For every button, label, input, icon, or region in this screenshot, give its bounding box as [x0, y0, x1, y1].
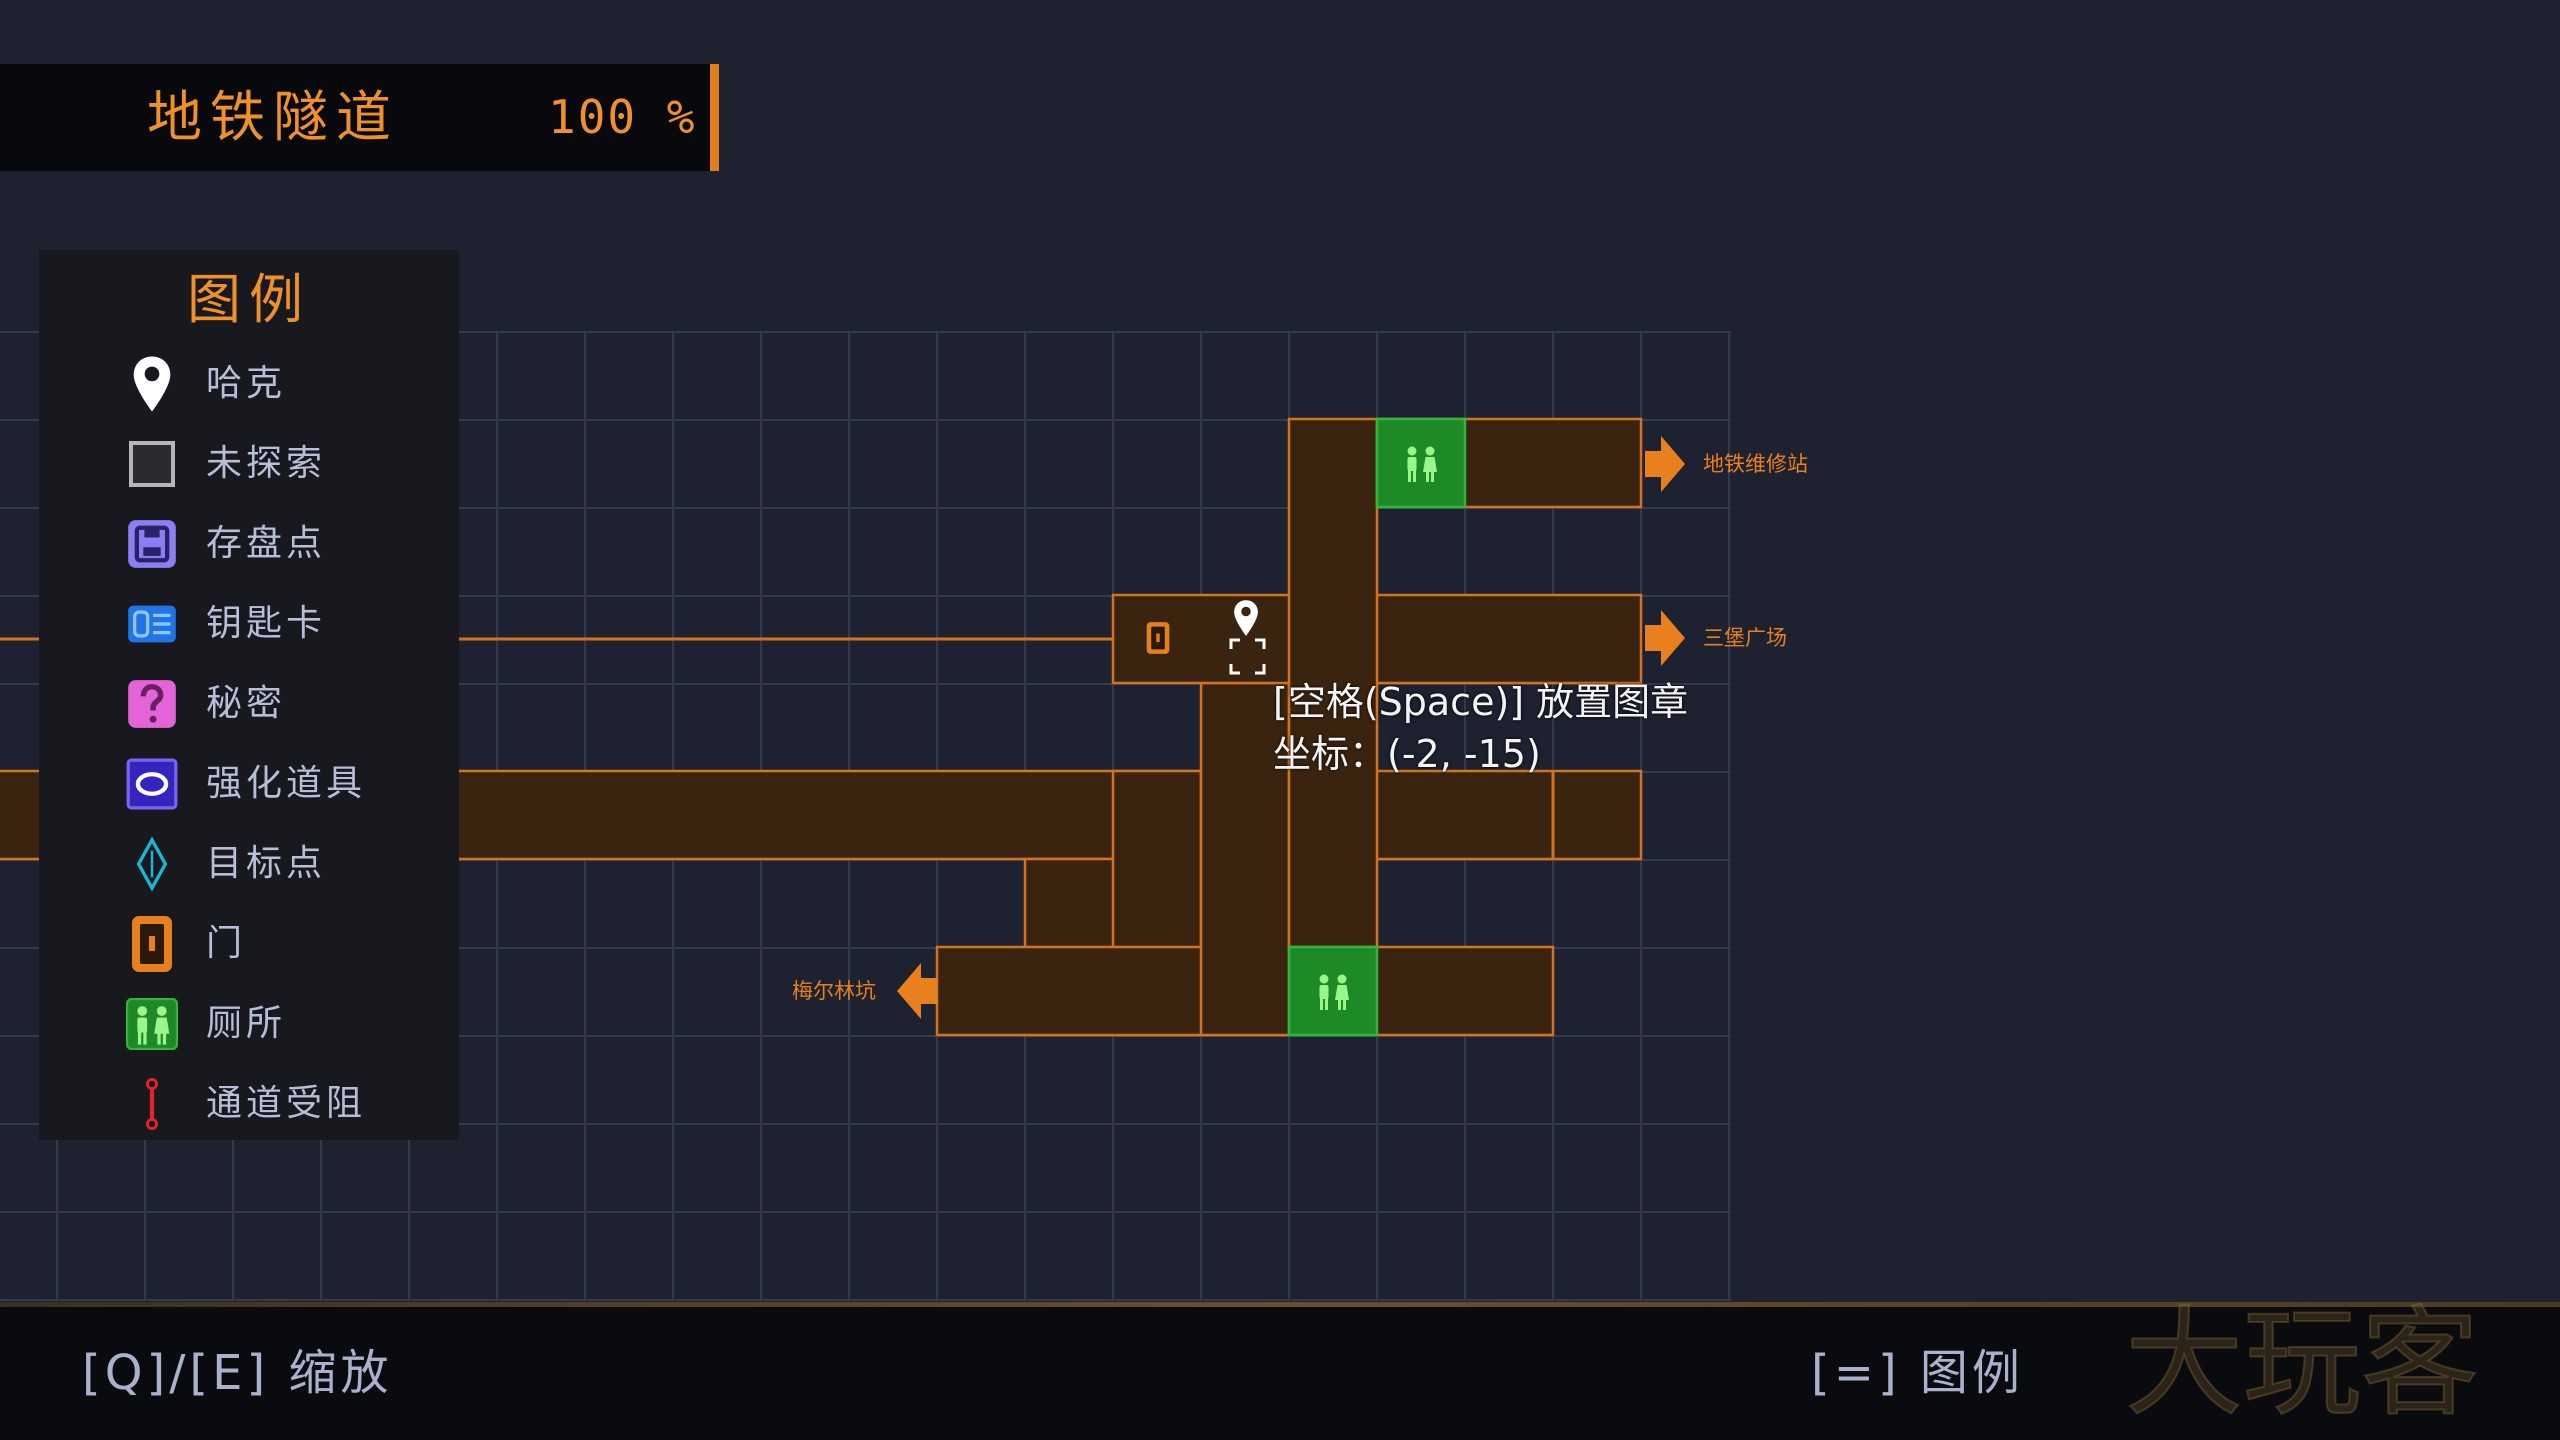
- objective-icon: [136, 836, 168, 892]
- legend-panel: 图例 哈克 未探索 存盘点: [39, 250, 459, 1140]
- legend-toggle-hint: [=] 图例: [1811, 1345, 2024, 1401]
- legend-item-label: 存盘点: [206, 523, 327, 564]
- area-banner: 地铁隧道 100 %: [0, 64, 719, 171]
- legend-item-label: 未探索: [206, 443, 327, 484]
- restroom-icon: [126, 998, 178, 1050]
- restroom-icon: [1319, 974, 1349, 1010]
- legend-item: 哈克: [39, 344, 459, 424]
- map-restroom-cell: [1375, 417, 1467, 509]
- legend-item-label: 秘密: [206, 683, 287, 724]
- exit-label: 地铁维修站: [1703, 452, 1808, 476]
- watermark-logo: 大玩客: [2124, 1294, 2480, 1432]
- door-icon: [132, 916, 172, 972]
- legend-item-label: 哈克: [206, 363, 287, 404]
- upgrade-icon: [126, 758, 178, 810]
- legend-item-label: 门: [206, 923, 247, 964]
- door-icon: [1146, 622, 1170, 654]
- restroom-icon: [1407, 446, 1437, 482]
- exit-label: 梅尔林坑: [792, 979, 876, 1003]
- secret-icon: [128, 680, 176, 728]
- legend-item: 钥匙卡: [39, 584, 459, 664]
- legend-item-label: 目标点: [206, 843, 327, 884]
- legend-item-label: 钥匙卡: [206, 603, 327, 644]
- cursor-coordinates: 坐标：(-2, -15): [1273, 732, 1541, 776]
- area-completion: 100 %: [548, 90, 697, 144]
- legend-item: 目标点: [39, 824, 459, 904]
- blocked-passage-icon: [145, 1077, 159, 1131]
- player-pin-icon: [1234, 600, 1258, 636]
- map-restroom-cell: [1287, 945, 1379, 1037]
- arrow-right-icon: [1645, 436, 1685, 492]
- legend-item: 厕所: [39, 984, 459, 1064]
- legend-item: 门: [39, 904, 459, 984]
- legend-item: 强化道具: [39, 744, 459, 824]
- legend-item: 未探索: [39, 424, 459, 504]
- legend-item: 存盘点: [39, 504, 459, 584]
- legend-item-label: 厕所: [206, 1003, 287, 1044]
- legend-title: 图例: [187, 268, 311, 331]
- area-name: 地铁隧道: [147, 85, 400, 149]
- arrow-left-icon: [897, 963, 937, 1019]
- keycard-icon: [128, 605, 176, 643]
- legend-item-label: 通道受阻: [206, 1083, 367, 1124]
- legend-item: 通道受阻: [39, 1064, 459, 1144]
- selection-cursor-icon: [1229, 638, 1266, 675]
- exit-label: 三堡广场: [1703, 626, 1787, 650]
- arrow-right-icon: [1645, 610, 1685, 666]
- unexplored-square-icon: [129, 441, 175, 487]
- map-room-shaft: [1287, 417, 1379, 949]
- zoom-hint: [Q]/[E] 缩放: [82, 1345, 393, 1401]
- cursor-prompt: [空格(Space)] 放置图章: [1273, 680, 1689, 724]
- save-point-icon: [128, 520, 176, 568]
- legend-item-label: 强化道具: [206, 763, 367, 804]
- footer-bar: [Q]/[E] 缩放 [=] 图例: [0, 1307, 2560, 1440]
- legend-item: 秘密: [39, 664, 459, 744]
- footer-divider: [0, 1302, 2560, 1307]
- map-pin-icon: [133, 356, 171, 412]
